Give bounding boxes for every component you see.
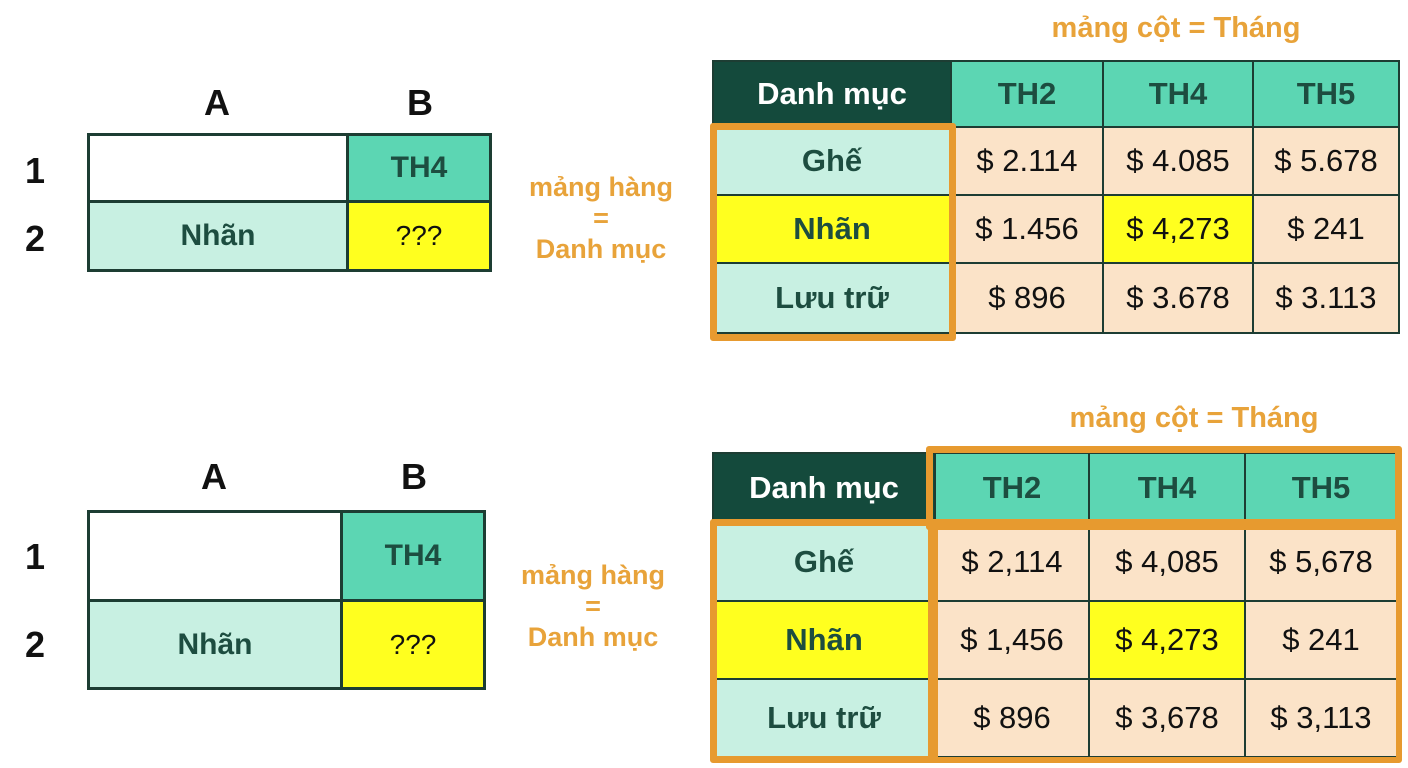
diagram-panel-bottom: A B 1 2 TH4 Nhãn ??? mảng hàng = Danh mụ… bbox=[0, 384, 1408, 768]
month-header-th4: TH4 bbox=[1102, 60, 1254, 128]
row-number-1: 1 bbox=[24, 150, 46, 191]
category-ghe: Ghế bbox=[712, 126, 952, 196]
row-number-2: 2 bbox=[24, 624, 46, 665]
month-header-th4: TH4 bbox=[1088, 452, 1246, 524]
column-array-note: mảng cột = Tháng bbox=[1051, 12, 1301, 44]
value-cell-highlighted: $ 4,273 bbox=[1088, 600, 1246, 680]
cell-a2: Nhãn bbox=[87, 200, 349, 272]
value-cell: $ 241 bbox=[1244, 600, 1398, 680]
column-letter-a: A bbox=[204, 82, 230, 123]
value-cell: $ 2,114 bbox=[934, 522, 1090, 602]
value-cell: $ 241 bbox=[1252, 194, 1400, 264]
cell-b1: TH4 bbox=[346, 133, 492, 203]
month-header-th2: TH2 bbox=[950, 60, 1104, 128]
cell-a1 bbox=[87, 510, 343, 602]
month-header-th2: TH2 bbox=[934, 452, 1090, 524]
category-luu-tru: Lưu trữ bbox=[712, 262, 952, 334]
category-nhan: Nhãn bbox=[712, 600, 936, 680]
category-nhan: Nhãn bbox=[712, 194, 952, 264]
value-cell: $ 896 bbox=[934, 678, 1090, 758]
row-array-note-line-2: = bbox=[585, 591, 601, 621]
value-cell: $ 3.113 bbox=[1252, 262, 1400, 334]
category-ghe: Ghế bbox=[712, 522, 936, 602]
value-cell: $ 896 bbox=[950, 262, 1104, 334]
column-letter-a: A bbox=[201, 456, 227, 497]
row-array-note-line-1: mảng hàng bbox=[520, 560, 665, 590]
row-number-2: 2 bbox=[24, 218, 46, 259]
value-cell: $ 5,678 bbox=[1244, 522, 1398, 602]
value-cell: $ 3,113 bbox=[1244, 678, 1398, 758]
column-array-note: mảng cột = Tháng bbox=[1069, 402, 1319, 434]
column-letter-b: B bbox=[407, 82, 433, 123]
value-cell-highlighted: $ 4,273 bbox=[1102, 194, 1254, 264]
cell-b2: ??? bbox=[340, 599, 486, 690]
cell-b2: ??? bbox=[346, 200, 492, 272]
row-array-note-line-3: Danh mục bbox=[535, 234, 667, 264]
row-array-note-line-2: = bbox=[593, 203, 609, 233]
month-header-th5: TH5 bbox=[1244, 452, 1398, 524]
value-cell: $ 3.678 bbox=[1102, 262, 1254, 334]
value-cell: $ 2.114 bbox=[950, 126, 1104, 196]
row-array-note: mảng hàng = Danh mục bbox=[498, 558, 688, 654]
table-corner-header: Danh mục bbox=[712, 60, 952, 128]
value-cell: $ 4,085 bbox=[1088, 522, 1246, 602]
table-corner-header: Danh mục bbox=[712, 452, 936, 524]
cell-a2: Nhãn bbox=[87, 599, 343, 690]
diagram-panel-top: A B 1 2 TH4 Nhãn ??? mảng hàng = Danh mụ… bbox=[24, 12, 1400, 341]
value-cell: $ 3,678 bbox=[1088, 678, 1246, 758]
row-array-note: mảng hàng = Danh mục bbox=[506, 170, 696, 266]
cell-b1: TH4 bbox=[340, 510, 486, 602]
row-number-1: 1 bbox=[24, 536, 46, 577]
row-array-note-line-3: Danh mục bbox=[527, 622, 659, 652]
value-cell: $ 1,456 bbox=[934, 600, 1090, 680]
column-letter-b: B bbox=[401, 456, 427, 497]
cell-a1 bbox=[87, 133, 349, 203]
row-array-note-line-1: mảng hàng bbox=[528, 172, 673, 202]
value-cell: $ 4.085 bbox=[1102, 126, 1254, 196]
category-luu-tru: Lưu trữ bbox=[712, 678, 936, 758]
value-cell: $ 1.456 bbox=[950, 194, 1104, 264]
month-header-th5: TH5 bbox=[1252, 60, 1400, 128]
value-cell: $ 5.678 bbox=[1252, 126, 1400, 196]
